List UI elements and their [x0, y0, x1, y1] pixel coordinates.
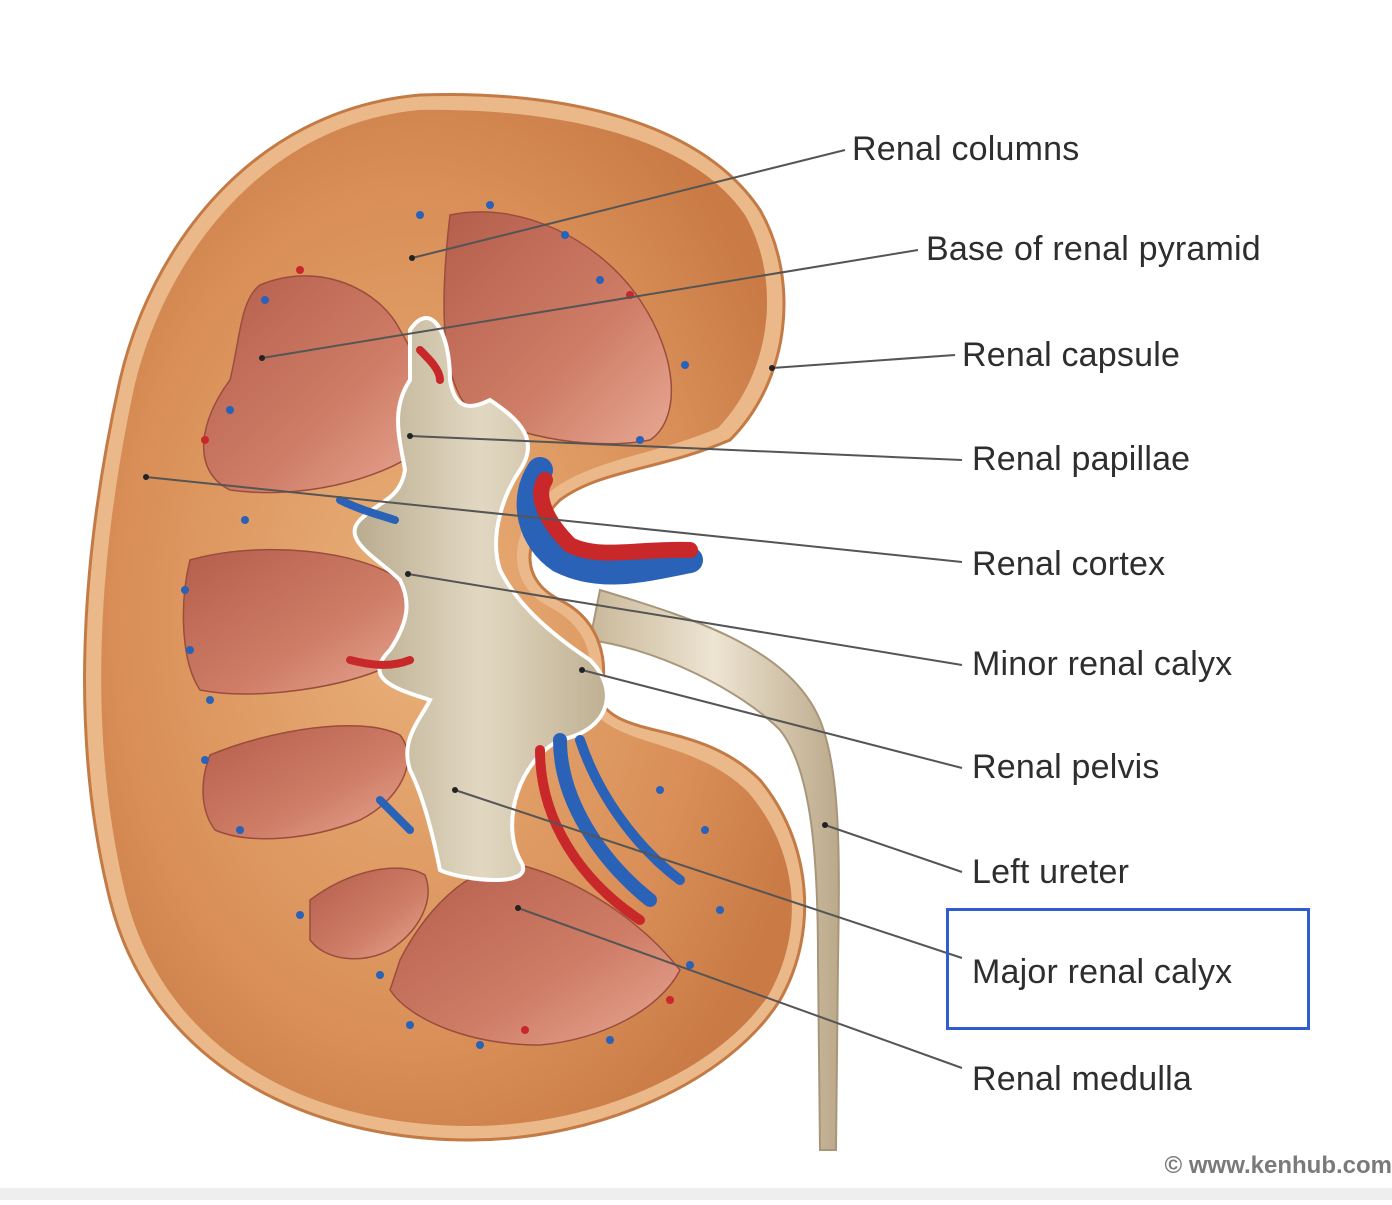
- label-renal-medulla: Renal medulla: [972, 1060, 1192, 1098]
- renal-artery: [533, 472, 698, 561]
- highlight-box-major-renal-calyx: [946, 908, 1310, 1030]
- leader-base-of-renal-pyramid: [261, 249, 919, 359]
- label-renal-cortex: Renal cortex: [972, 545, 1166, 583]
- leader-renal-papillae: [409, 435, 963, 461]
- leader-renal-columns: [411, 149, 846, 259]
- bottom-edge: [0, 1188, 1392, 1200]
- leader-dots: [143, 255, 828, 911]
- ureter-shape: [588, 588, 840, 1151]
- label-renal-capsule: Renal capsule: [962, 336, 1181, 374]
- leader-lines: [145, 149, 963, 1069]
- leader-renal-cortex: [145, 476, 963, 563]
- label-renal-papillae: Renal papillae: [972, 440, 1191, 478]
- vessel-dots: [181, 201, 724, 1049]
- blood-vessels: [336, 346, 703, 925]
- label-minor-renal-calyx: Minor renal calyx: [972, 645, 1233, 683]
- leader-renal-pelvis: [581, 669, 963, 769]
- leader-left-ureter: [824, 824, 963, 873]
- leader-renal-medulla: [517, 907, 963, 1069]
- leader-renal-capsule: [771, 354, 956, 369]
- label-base-of-renal-pyramid: Base of renal pyramid: [926, 230, 1261, 268]
- pyramid-bottom-left: [309, 867, 429, 960]
- watermark: © www.kenhub.com: [1164, 1152, 1392, 1179]
- leader-minor-renal-calyx: [407, 573, 963, 666]
- label-left-ureter: Left ureter: [972, 853, 1130, 891]
- leader-major-renal-calyx: [454, 789, 963, 959]
- label-renal-columns: Renal columns: [852, 130, 1080, 168]
- renal-pyramids: [182, 211, 681, 1046]
- pyramid-lower-left: [202, 724, 409, 840]
- label-major-renal-calyx: Major renal calyx: [972, 953, 1233, 991]
- renal-pelvis-shape: [352, 316, 609, 882]
- pyramid-top-left: [202, 275, 432, 494]
- label-renal-pelvis: Renal pelvis: [972, 748, 1160, 786]
- renal-vein: [516, 457, 703, 585]
